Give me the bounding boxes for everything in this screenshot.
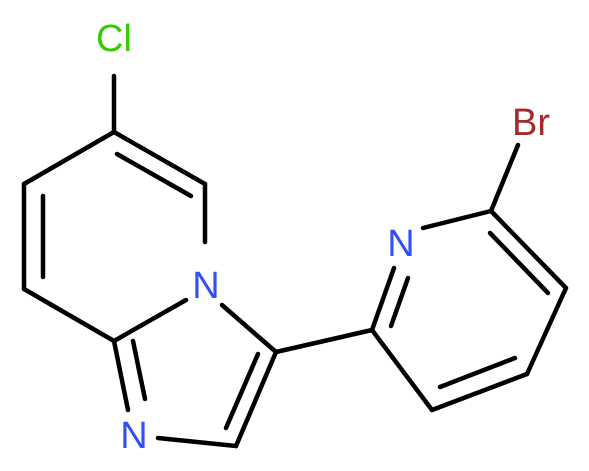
- bond: [21, 129, 117, 187]
- bond: [437, 355, 518, 390]
- bond: [524, 285, 569, 377]
- bond: [233, 349, 279, 449]
- bond: [130, 338, 148, 402]
- bond: [111, 338, 131, 413]
- bond: [487, 230, 551, 296]
- bromopyridine-ring: [369, 142, 569, 413]
- pyridine-fused-ring: [21, 129, 208, 344]
- bond: [114, 151, 194, 199]
- bond: [369, 265, 397, 333]
- pyridine-nitrogen-label: N: [387, 223, 414, 265]
- bond: [219, 302, 279, 355]
- bond: [420, 208, 494, 231]
- bromine-atom-label: Br: [512, 102, 550, 144]
- bond: [21, 286, 117, 344]
- bond-inter-ring: [273, 327, 375, 355]
- imidazole-ring: [111, 302, 279, 449]
- bridgehead-nitrogen-label: N: [192, 265, 219, 307]
- bond: [155, 435, 239, 449]
- bond: [223, 351, 261, 431]
- imidazole-nitrogen-label: N: [120, 415, 147, 457]
- bond: [488, 208, 569, 291]
- chlorine-atom-label: Cl: [96, 18, 132, 60]
- bond-c-br: [488, 142, 521, 214]
- bond: [388, 275, 411, 329]
- bond: [429, 371, 530, 413]
- bond: [111, 129, 208, 187]
- bond: [111, 297, 189, 344]
- bond: [369, 327, 435, 413]
